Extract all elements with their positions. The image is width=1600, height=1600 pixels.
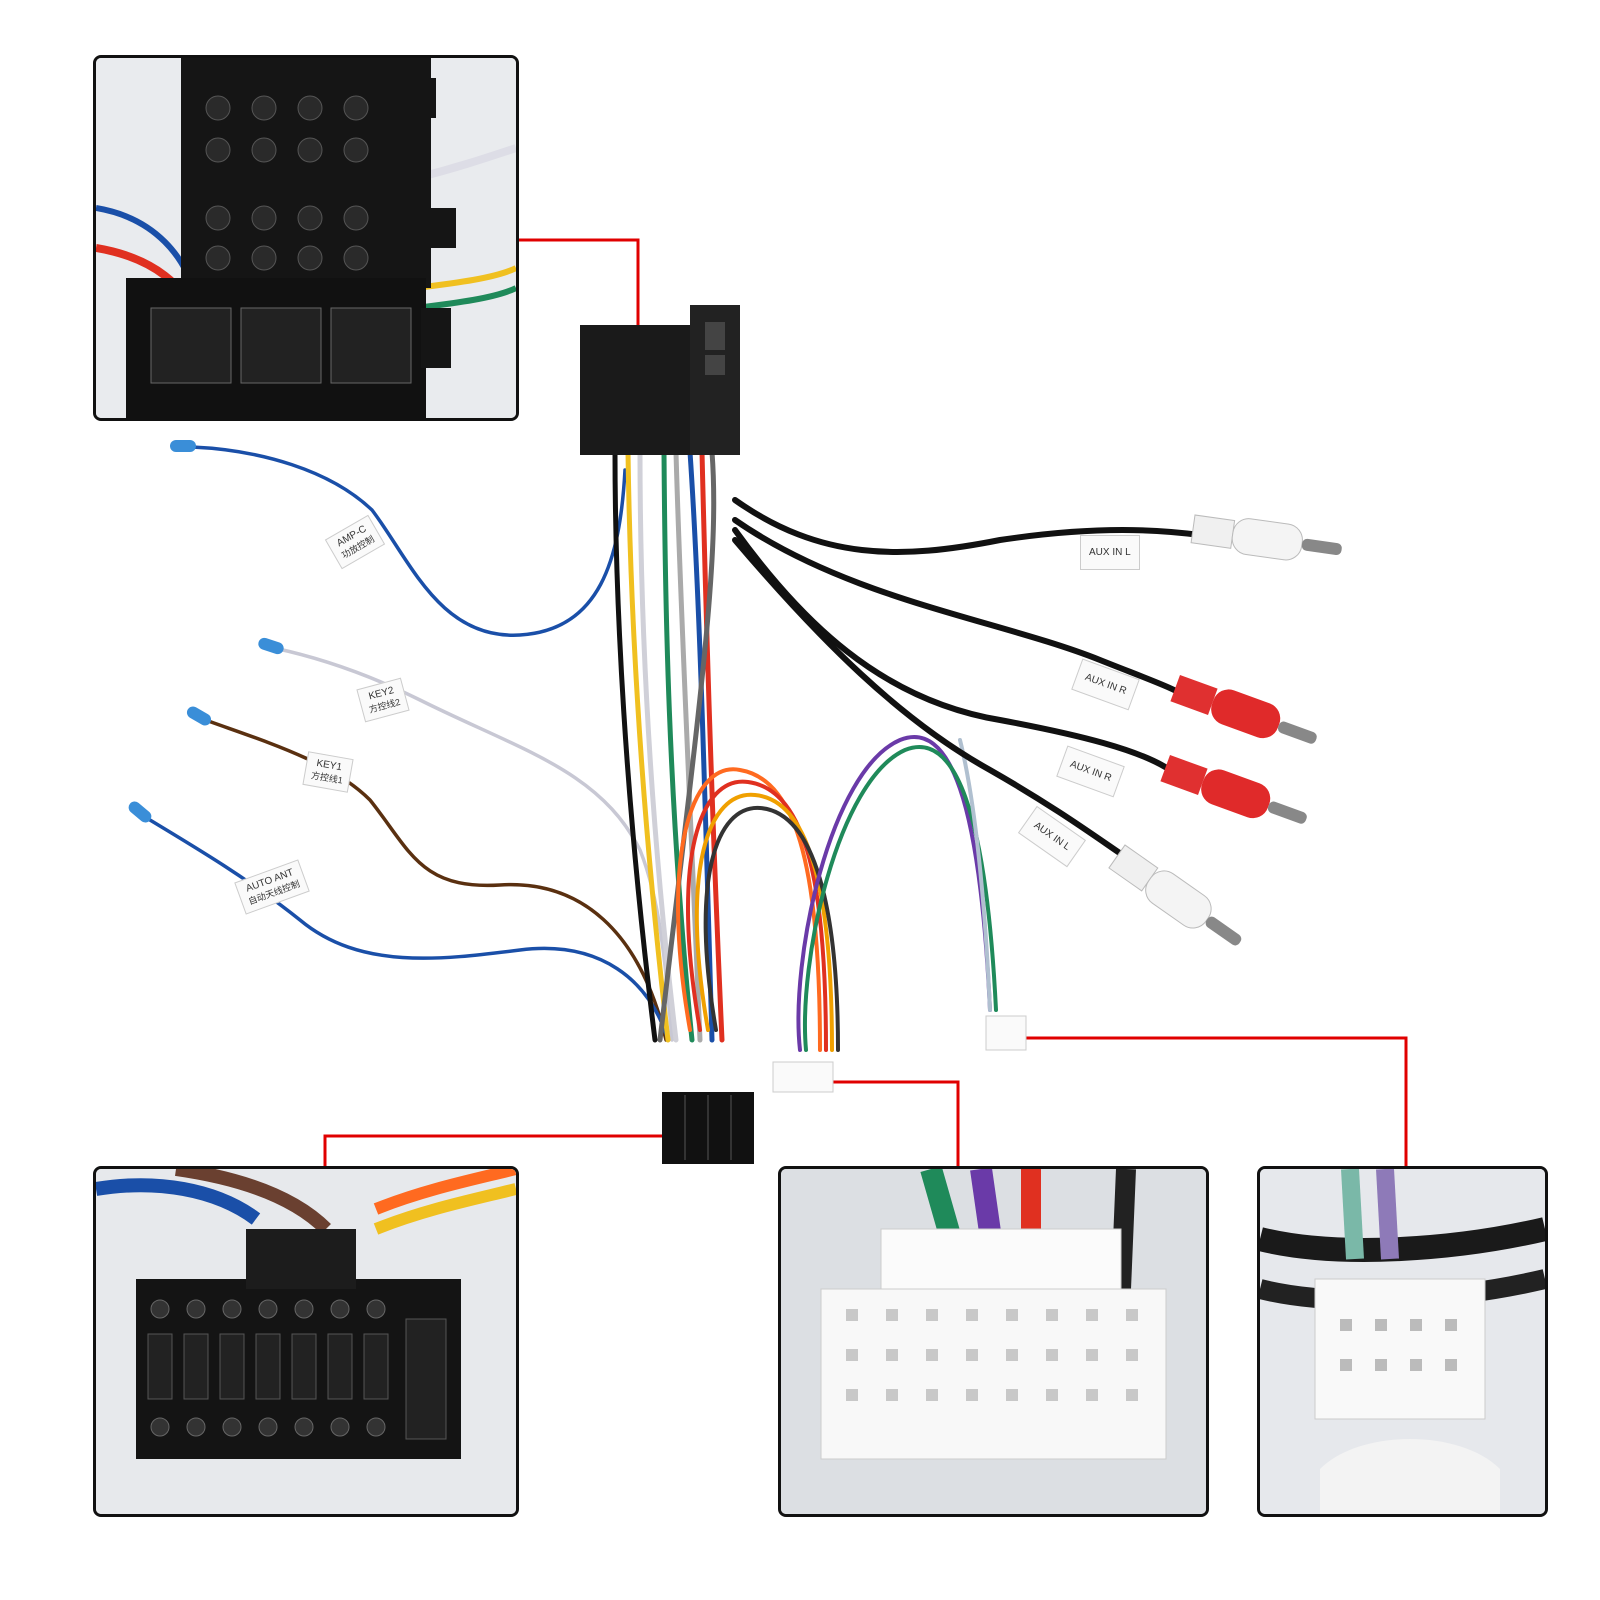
- aux-in-l-top-tag: AUX IN L: [1080, 535, 1140, 570]
- key2-wire: [272, 646, 674, 1042]
- rca-plugs: [1108, 514, 1342, 946]
- amp-wire: [190, 445, 627, 637]
- key1-wire: [198, 716, 668, 1042]
- white-20pin-connector-photo: [778, 1166, 1209, 1517]
- white-20pin-plug: [772, 1061, 834, 1093]
- iso-connector-photo: [93, 55, 519, 421]
- iso-plug: [580, 305, 740, 455]
- 16pin-connector-photo: [93, 1166, 519, 1517]
- 16pin-plug: [662, 1092, 754, 1164]
- white-8pin-plug: [985, 1015, 1027, 1051]
- white-8pin-connector-photo: [1257, 1166, 1548, 1517]
- auto-ant-wire: [138, 812, 670, 1042]
